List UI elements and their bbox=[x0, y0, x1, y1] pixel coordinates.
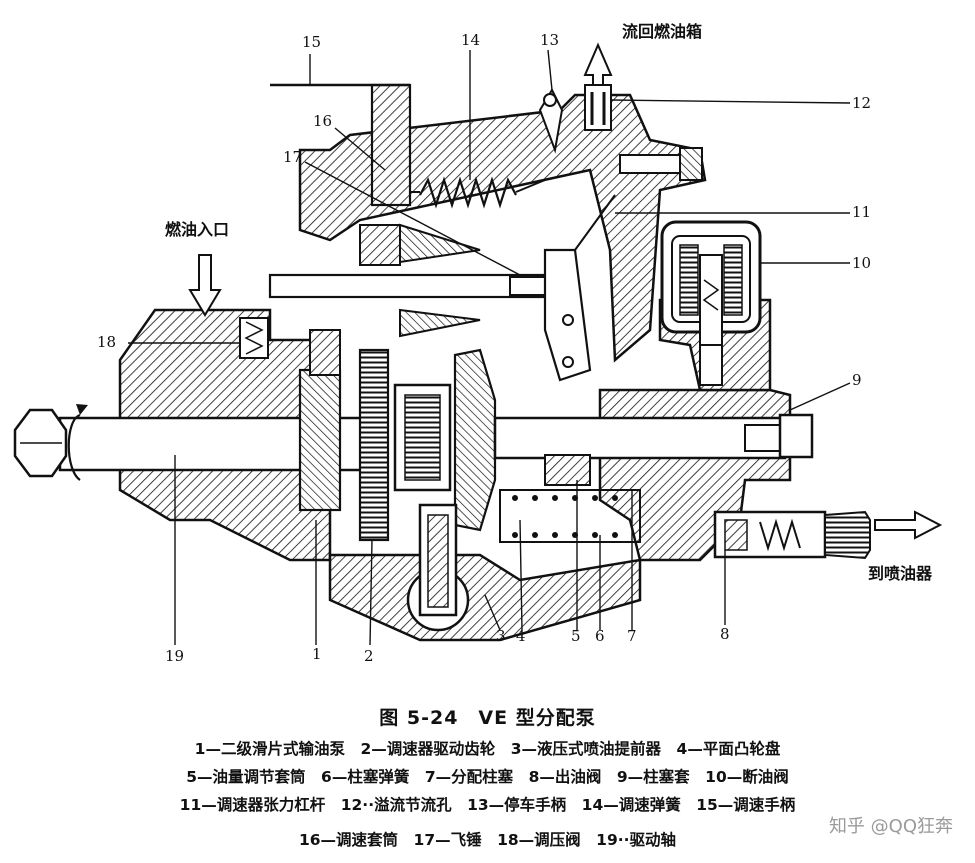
label-14: 14 bbox=[461, 31, 481, 49]
distributor-plunger bbox=[493, 416, 787, 460]
label-6: 6 bbox=[595, 627, 605, 645]
metering-sleeve bbox=[544, 454, 591, 486]
legend-row-1: 1—二级滑片式输油泵 2—调速器驱动齿轮 3—液压式喷油提前器 4—平面凸轮盘 bbox=[194, 740, 781, 758]
watermark: 知乎 @QQ狂奔 bbox=[828, 816, 953, 837]
label-10: 10 bbox=[852, 254, 872, 272]
fuel-inlet-label: 燃油入口 bbox=[165, 220, 230, 239]
label-4: 4 bbox=[516, 627, 526, 645]
delivery-valve bbox=[713, 510, 871, 560]
label-18: 18 bbox=[97, 333, 117, 351]
label-11: 11 bbox=[852, 203, 872, 221]
legend-row-4: 16—调速套筒 17—飞锤 18—调压阀 19··驱动轴 bbox=[298, 831, 677, 849]
label-12: 12 bbox=[852, 94, 872, 112]
legend-row-2: 5—油量调节套筒 6—柱塞弹簧 7—分配柱塞 8—出油阀 9—柱塞套 10—断油… bbox=[186, 768, 789, 786]
figure-caption: 图 5-24 VE 型分配泵 bbox=[379, 707, 596, 729]
return-arrow bbox=[583, 42, 613, 86]
to-injector-label: 到喷油器 bbox=[868, 564, 933, 583]
label-5: 5 bbox=[571, 627, 581, 645]
cam-plate bbox=[453, 348, 497, 532]
label-8: 8 bbox=[720, 625, 730, 643]
label-2: 2 bbox=[364, 647, 374, 665]
return-to-tank-label: 流回燃油箱 bbox=[622, 22, 703, 41]
label-19: 19 bbox=[165, 647, 185, 665]
label-7: 7 bbox=[627, 627, 637, 645]
legend-row-3: 11—调速器张力杠杆 12··溢流节流孔 13—停车手柄 14—调速弹簧 15—… bbox=[179, 796, 796, 814]
label-9: 9 bbox=[852, 371, 862, 389]
label-13: 13 bbox=[540, 31, 560, 49]
governor-spring bbox=[419, 176, 517, 209]
label-1: 1 bbox=[312, 645, 322, 663]
cutoff-solenoid bbox=[660, 220, 762, 386]
inlet-arrow bbox=[188, 254, 222, 317]
pump-cross-section-drawing bbox=[13, 42, 943, 646]
label-3: 3 bbox=[496, 627, 506, 645]
label-17: 17 bbox=[283, 148, 303, 166]
label-16: 16 bbox=[313, 112, 333, 130]
governor-drive-gear bbox=[358, 348, 390, 542]
injector-arrow bbox=[874, 510, 943, 540]
label-15: 15 bbox=[302, 33, 322, 51]
